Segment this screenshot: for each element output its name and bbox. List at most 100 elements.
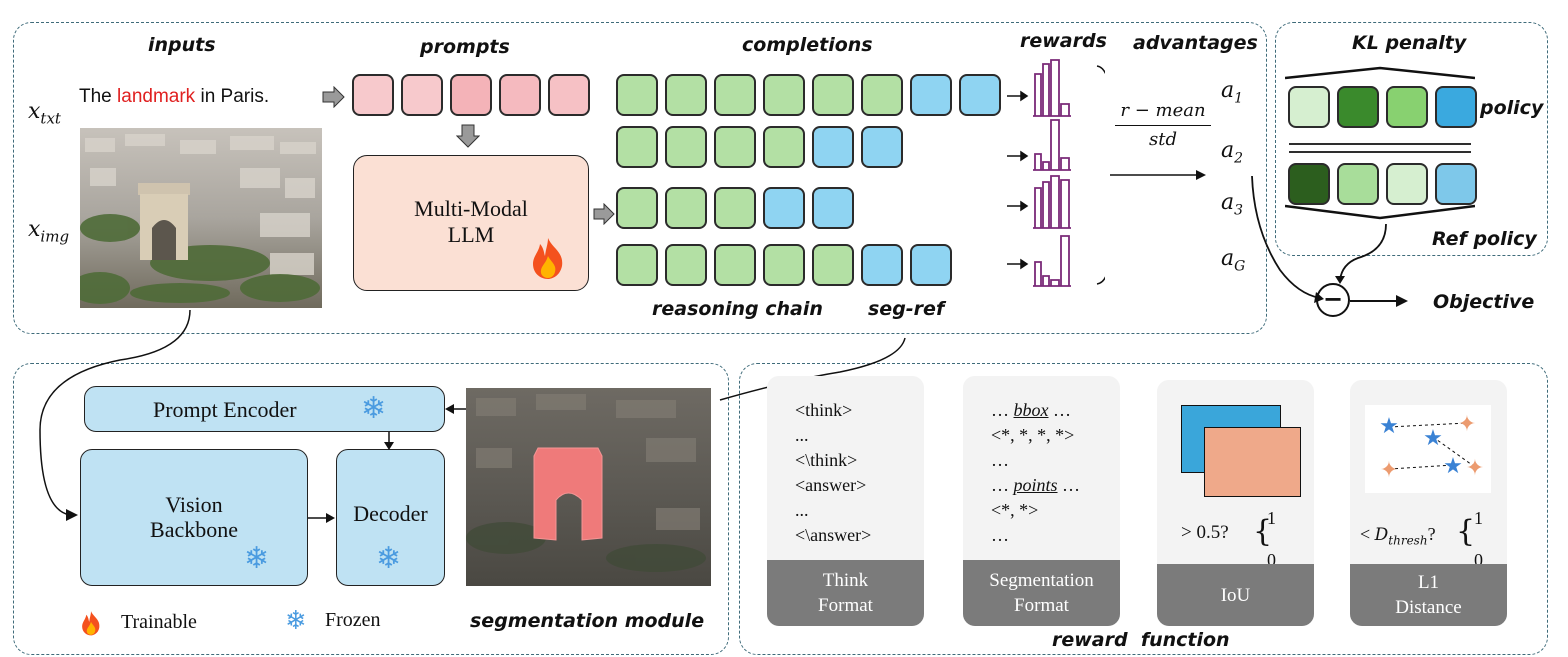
x-txt-label: xtxt (28, 99, 61, 128)
segmentation-module-label: segmentation module (470, 610, 705, 632)
arrow-icon (593, 203, 615, 225)
snowflake-icon: ❄ (376, 542, 402, 575)
seg-token (812, 126, 854, 168)
seg-token (763, 187, 805, 229)
reasoning-token (861, 74, 903, 116)
svg-text:★: ★ (1443, 454, 1463, 479)
svg-text:✦: ✦ (1380, 458, 1398, 483)
input-text: The landmark in Paris. (79, 86, 270, 107)
advantage-a3: a3 (1221, 190, 1244, 219)
prompt-encoder-box: Prompt Encoder ❄ (84, 386, 445, 432)
frozen-label: Frozen (325, 609, 381, 631)
reasoning-token (665, 187, 707, 229)
svg-text:★: ★ (1423, 426, 1443, 451)
minus-node: − (1316, 283, 1350, 317)
svg-text:✦: ✦ (1466, 456, 1484, 481)
segmentation-output-image (466, 388, 711, 586)
highlight-word: landmark (117, 86, 196, 107)
policy-token (1337, 86, 1379, 128)
prompt-token (450, 74, 492, 116)
prompt-token (352, 74, 394, 116)
vision-backbone-box: Vision Backbone ❄ (80, 449, 308, 586)
input-image (80, 128, 322, 308)
segmentation-panel (13, 363, 729, 655)
reasoning-token (616, 187, 658, 229)
snowflake-icon: ❄ (244, 542, 270, 575)
prompt-encoder-label: Prompt Encoder (153, 397, 297, 422)
advantage-a1: a1 (1221, 78, 1244, 107)
x-img-label: ximg (28, 217, 70, 246)
reasoning-token (616, 244, 658, 286)
arrow-icon (322, 86, 345, 108)
seg-token (910, 244, 952, 286)
llm-label-line1: Multi-Modal (414, 196, 528, 221)
prompt-token (548, 74, 590, 116)
reasoning-token (714, 244, 756, 286)
reasoning-token (616, 126, 658, 168)
reasoning-token (616, 74, 658, 116)
fire-icon (533, 238, 563, 279)
top-panel (13, 22, 1267, 334)
seg-token (959, 74, 1001, 116)
reasoning-token (763, 126, 805, 168)
ref-policy-token (1386, 163, 1428, 205)
seg-ref-label: seg-ref (868, 298, 945, 320)
trainable-label: Trainable (121, 611, 197, 633)
completions-header: completions (742, 34, 873, 56)
ref-policy-token (1288, 163, 1330, 205)
seg-token (910, 74, 952, 116)
prompt-token (499, 74, 541, 116)
svg-text:✦: ✦ (1458, 412, 1476, 437)
llm-label-line2: LLM (447, 222, 495, 247)
reasoning-token (665, 126, 707, 168)
iou-box-b (1204, 427, 1301, 497)
seg-token (861, 126, 903, 168)
reasoning-token (812, 244, 854, 286)
reward-panel (739, 363, 1548, 655)
advantages-header: advantages (1133, 32, 1258, 54)
inputs-header: inputs (148, 34, 216, 56)
flow-connectors (39, 309, 906, 521)
policy-token (1386, 86, 1428, 128)
policy-label: policy (1480, 97, 1544, 119)
think-format-card: <think> ... <\think> <answer> ... <\answ… (767, 376, 924, 626)
ref-policy-label: Ref policy (1432, 228, 1537, 250)
prompts-header: prompts (420, 36, 510, 58)
multimodal-llm-box: Multi-Modal LLM (353, 155, 589, 291)
rewards-header: rewards (1020, 30, 1107, 52)
arrow-icon (1350, 295, 1408, 307)
reasoning-token (665, 244, 707, 286)
seg-token (812, 187, 854, 229)
snowflake-icon: ❄ (361, 392, 387, 425)
reasoning-token (714, 74, 756, 116)
policy-token (1288, 86, 1330, 128)
stars-diagram: ★ ★ ★ ✦ ✦ ✦ (1365, 405, 1491, 493)
reasoning-token (763, 244, 805, 286)
prompt-token (401, 74, 443, 116)
decoder-box: Decoder ❄ (336, 449, 445, 586)
reward-function-label: reward function (1052, 629, 1230, 651)
policy-token (1435, 86, 1477, 128)
svg-text:★: ★ (1379, 414, 1399, 439)
reasoning-token (812, 74, 854, 116)
advantage-a2: a2 (1221, 138, 1244, 167)
ref-policy-token (1435, 163, 1477, 205)
advantage-formula: r − mean std (1113, 100, 1213, 150)
arrow-icon (456, 124, 480, 148)
snowflake-icon: ❄ (285, 606, 307, 636)
objective-label: Objective (1433, 291, 1535, 313)
kl-title: KL penalty (1352, 32, 1467, 54)
seg-arrows (308, 404, 466, 523)
fire-icon (82, 611, 100, 636)
l1-distance-card: ★ ★ ★ ✦ ✦ ✦ < Dthresh? { 1 0 L1 Distance (1350, 380, 1507, 626)
reasoning-token (714, 187, 756, 229)
ref-policy-token (1337, 163, 1379, 205)
advantage-aG: aG (1221, 246, 1246, 275)
reasoning-token (763, 74, 805, 116)
kl-connectors (1285, 66, 1475, 220)
reasoning-chain-label: reasoning chain (652, 298, 823, 320)
reasoning-token (714, 126, 756, 168)
segmentation-format-card: … bbox … <*, *, *, *> … … points … <*, *… (963, 376, 1120, 626)
kl-panel (1275, 22, 1548, 256)
iou-card: > 0.5? { 1 0 IoU (1157, 380, 1314, 626)
